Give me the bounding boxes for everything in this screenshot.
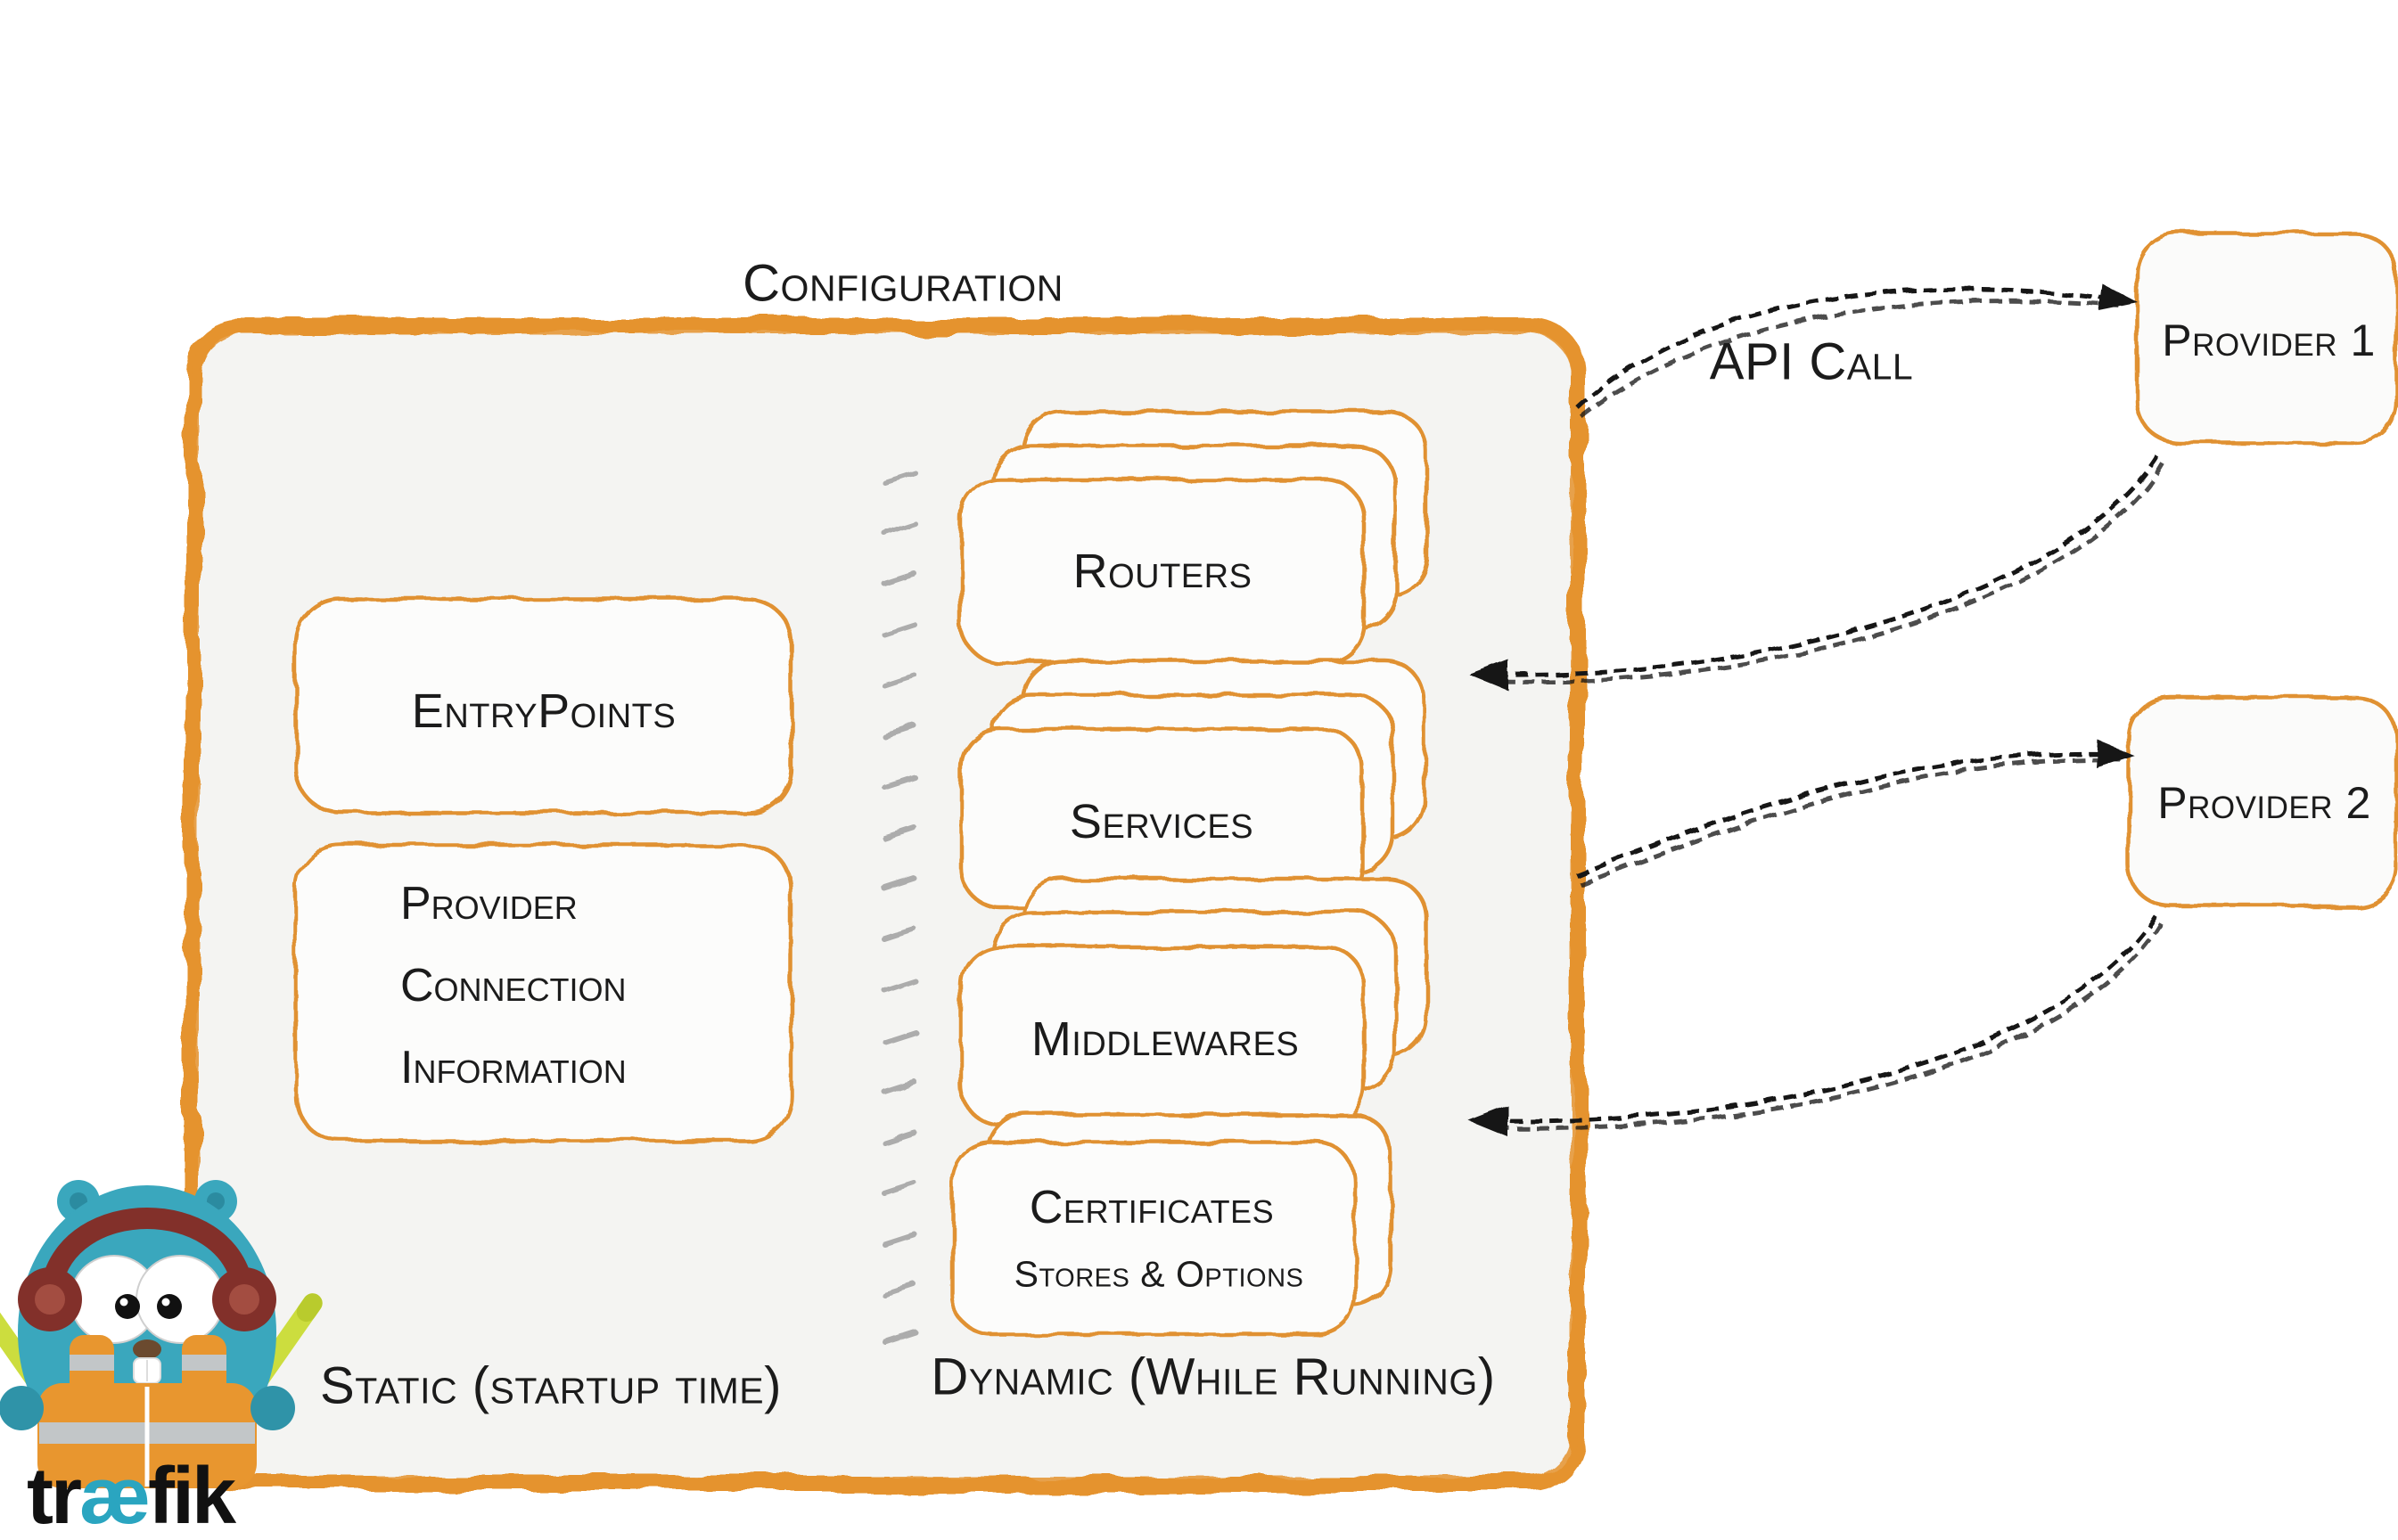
traefik-mascot xyxy=(0,1180,323,1488)
certificates-sublabel: Stores & Options xyxy=(1014,1253,1304,1295)
wordmark-part1: tr xyxy=(27,1452,82,1540)
provider2-box xyxy=(2126,694,2398,909)
api-call-label: API Call xyxy=(1709,332,1914,391)
traefik-wordmark: træfik xyxy=(27,1451,236,1540)
provider1-box xyxy=(2135,231,2398,446)
wordmark-part2: fik xyxy=(148,1452,236,1540)
diagram-title: Configuration xyxy=(743,254,1063,313)
middlewares-label: Middlewares xyxy=(1031,1012,1300,1066)
provider2-label: Provider 2 xyxy=(2157,778,2371,828)
routers-card-stack xyxy=(958,409,1429,665)
entrypoints-label: EntryPoints xyxy=(411,684,677,738)
dynamic-footer-label: Dynamic (While Running) xyxy=(931,1348,1496,1406)
arrow-provider2-to-config xyxy=(1469,914,2164,1137)
provider-connection-label: Provider Connection Information xyxy=(400,878,627,1094)
services-card-stack xyxy=(958,659,1427,910)
certificates-label: Certificates xyxy=(1029,1182,1275,1233)
middlewares-card-stack xyxy=(958,876,1429,1127)
headphones-icon xyxy=(41,1208,253,1296)
safety-vest xyxy=(37,1335,257,1488)
provider-connection-box xyxy=(293,842,794,1143)
services-label: Services xyxy=(1069,795,1254,848)
certificates-card xyxy=(949,1111,1393,1337)
arrow-provider1-to-config xyxy=(1469,455,2165,691)
static-footer-label: Static (startup time) xyxy=(320,1356,782,1415)
provider1-label: Provider 1 xyxy=(2162,315,2376,365)
arrow-config-to-provider1 xyxy=(1576,284,2139,419)
wordmark-ae: æ xyxy=(79,1452,151,1540)
section-divider xyxy=(882,470,917,1344)
arrow-config-to-provider2 xyxy=(1575,740,2134,887)
entrypoints-box xyxy=(293,596,794,815)
routers-label: Routers xyxy=(1072,545,1252,598)
